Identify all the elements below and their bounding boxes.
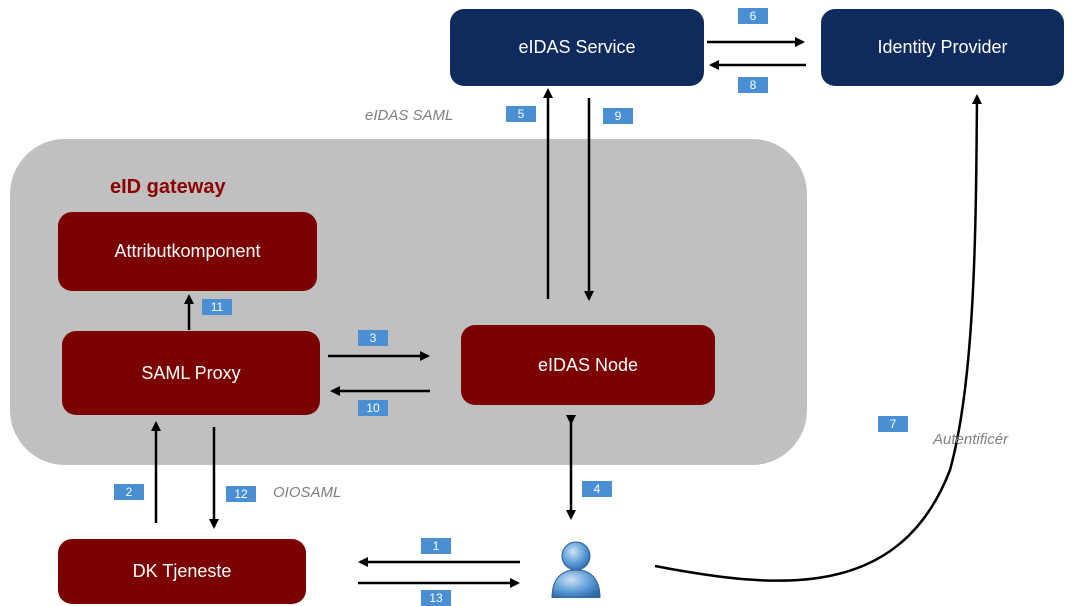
step-badge-6: 6 [738, 8, 768, 24]
dk-tjeneste-box[interactable]: DK Tjeneste [58, 539, 306, 604]
step-badge-3: 3 [358, 330, 388, 346]
step-badge-7: 7 [878, 416, 908, 432]
arrow-7 [654, 94, 982, 582]
identity-provider-box[interactable]: Identity Provider [821, 9, 1064, 86]
saml-proxy-box[interactable]: SAML Proxy [62, 331, 320, 415]
step-badge-4: 4 [582, 481, 612, 497]
step-badge-11: 11 [202, 299, 232, 315]
step-badge-5: 5 [506, 106, 536, 122]
step-badge-1: 1 [421, 538, 451, 554]
step-badge-12: 12 [226, 486, 256, 502]
attributkomponent-box[interactable]: Attributkomponent [58, 212, 317, 291]
autentificer-label: Autentificér [933, 431, 1009, 448]
step-badge-8: 8 [738, 77, 768, 93]
eidas-saml-label: eIDAS SAML [365, 107, 454, 124]
step-badge-9: 9 [603, 108, 633, 124]
step-badge-10: 10 [358, 400, 388, 416]
oiosaml-label: OIOSAML [273, 484, 342, 501]
step-badge-2: 2 [114, 484, 144, 500]
step-badge-13: 13 [421, 590, 451, 606]
user-icon[interactable] [548, 538, 604, 598]
eid-gateway-label: eID gateway [110, 176, 226, 198]
eidas-node-box[interactable]: eIDAS Node [461, 325, 715, 405]
eidas-service-box[interactable]: eIDAS Service [450, 9, 704, 86]
